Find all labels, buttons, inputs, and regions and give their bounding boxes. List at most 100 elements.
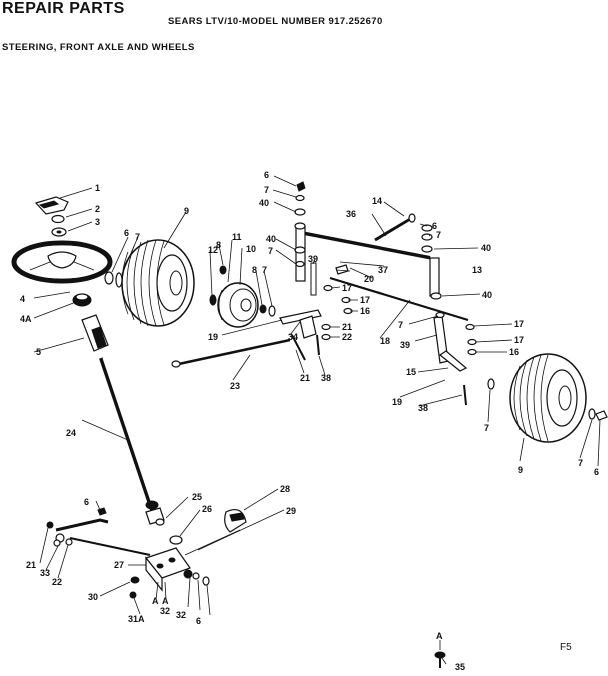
washer-7-right-hub [588, 408, 596, 420]
steering-arm-34 [291, 315, 317, 361]
callout-40-top: 40 [259, 198, 269, 208]
callout-7-mid: 7 [262, 265, 267, 275]
callout-5: 5 [36, 347, 41, 357]
spacer-40-right-low [430, 292, 442, 300]
kingpin-right-13 [429, 257, 440, 297]
sector-gear-28 [224, 509, 247, 533]
drag-link-arm-lower [55, 518, 151, 556]
washer-7-mid [268, 305, 276, 317]
callout-16-b: 16 [509, 347, 519, 357]
cap-6-left [104, 271, 114, 285]
spindle-39 [310, 262, 317, 296]
gear-link-29 [184, 529, 241, 556]
bolt-31a [129, 591, 137, 599]
washer-25 [155, 518, 165, 526]
washer-7-axle [487, 378, 495, 390]
callout-17-a: 17 [342, 283, 352, 293]
washer-7-left [115, 272, 123, 288]
callout-21-lower: 21 [26, 560, 36, 570]
steering-column-tube [81, 314, 109, 352]
callout-22-lower: 22 [52, 577, 62, 587]
washer-7-right-mid [435, 311, 445, 319]
callout-1: 1 [95, 183, 100, 193]
callout-6-hub: 6 [594, 467, 599, 477]
page-title: REPAIR PARTS [2, 0, 125, 17]
callout-a-3: A [436, 631, 443, 641]
nut-22-center [321, 333, 331, 341]
callout-a-1: A [152, 596, 159, 606]
steering-wheel-cap [34, 196, 69, 215]
callout-10: 10 [246, 244, 256, 254]
spacer-40-right [421, 245, 433, 253]
washer-7-right [421, 233, 433, 241]
callout-7-right: 7 [436, 230, 441, 240]
nut-21-center [321, 323, 331, 331]
callout-6-right: 6 [432, 221, 437, 231]
axle-14 [295, 230, 431, 261]
bushing-4a [72, 293, 92, 307]
callout-6-bottom: 6 [196, 616, 201, 626]
callout-9-left: 9 [184, 206, 189, 216]
bearing-8-left [219, 265, 227, 275]
bolt-38-center [316, 334, 320, 356]
nut-21-lower [46, 521, 54, 529]
callout-2: 2 [95, 204, 100, 214]
section-heading: STEERING, FRONT AXLE AND WHEELS [2, 42, 195, 53]
spindle-right-39 [433, 315, 468, 372]
callout-7-right-mid: 7 [398, 320, 403, 330]
callout-19-left: 19 [208, 332, 218, 342]
callout-32-b: 32 [176, 610, 186, 620]
callout-6-top: 6 [264, 170, 269, 180]
cap-6-lower [202, 576, 210, 586]
drag-link-23 [171, 338, 291, 368]
callout-27: 27 [114, 560, 124, 570]
callout-29: 29 [286, 506, 296, 516]
nut-30 [130, 576, 140, 584]
callout-labels: 1 2 3 4 4A 5 6 7 9 12 8 11 10 8 7 19 34 … [20, 170, 599, 672]
steering-shaft [99, 357, 165, 525]
callout-26: 26 [202, 504, 212, 514]
spacer-40-left [294, 246, 306, 254]
steering-wheel [11, 240, 113, 284]
callout-22-right: 22 [342, 332, 352, 342]
figure-reference: F5 [560, 642, 572, 653]
callout-7-top: 7 [264, 185, 269, 195]
front-wheel-left [121, 239, 195, 327]
bearing-12 [209, 294, 217, 306]
gear-housing-27 [144, 547, 191, 592]
callout-40-right: 40 [481, 243, 491, 253]
callout-13: 13 [472, 265, 482, 275]
tie-rod-18 [329, 276, 469, 322]
washer-2 [51, 214, 65, 224]
callout-31a: 31A [128, 614, 145, 624]
washer-17-c [465, 323, 475, 331]
pulley-10 [217, 282, 259, 328]
leader-lines [33, 175, 601, 665]
callout-21-center: 21 [300, 373, 310, 383]
callout-4: 4 [20, 294, 25, 304]
callout-38-right: 38 [418, 403, 428, 413]
nut-32-a [183, 569, 193, 579]
callout-8-top: 8 [216, 240, 221, 250]
bearing-8-right [259, 304, 267, 314]
bolt-35 [434, 651, 446, 668]
callout-17-d: 17 [514, 335, 524, 345]
pin-20 [335, 264, 349, 275]
spindle-arm-19 [279, 309, 322, 325]
callout-7-left: 7 [135, 232, 140, 242]
callout-17-b: 17 [360, 295, 370, 305]
washer-7-left-mid [295, 260, 305, 268]
callout-11: 11 [232, 232, 242, 242]
washer-17-d [467, 338, 477, 346]
callout-36: 36 [346, 209, 356, 219]
callout-39-right: 39 [400, 340, 410, 350]
callout-37: 37 [378, 265, 388, 275]
callout-a-2: A [162, 596, 169, 606]
callout-7-axle: 7 [484, 423, 489, 433]
callout-20: 20 [364, 274, 374, 284]
washer-17-a [323, 284, 333, 292]
callout-38-center: 38 [321, 373, 331, 383]
callout-34: 34 [288, 332, 298, 342]
callout-7-hub: 7 [578, 458, 583, 468]
